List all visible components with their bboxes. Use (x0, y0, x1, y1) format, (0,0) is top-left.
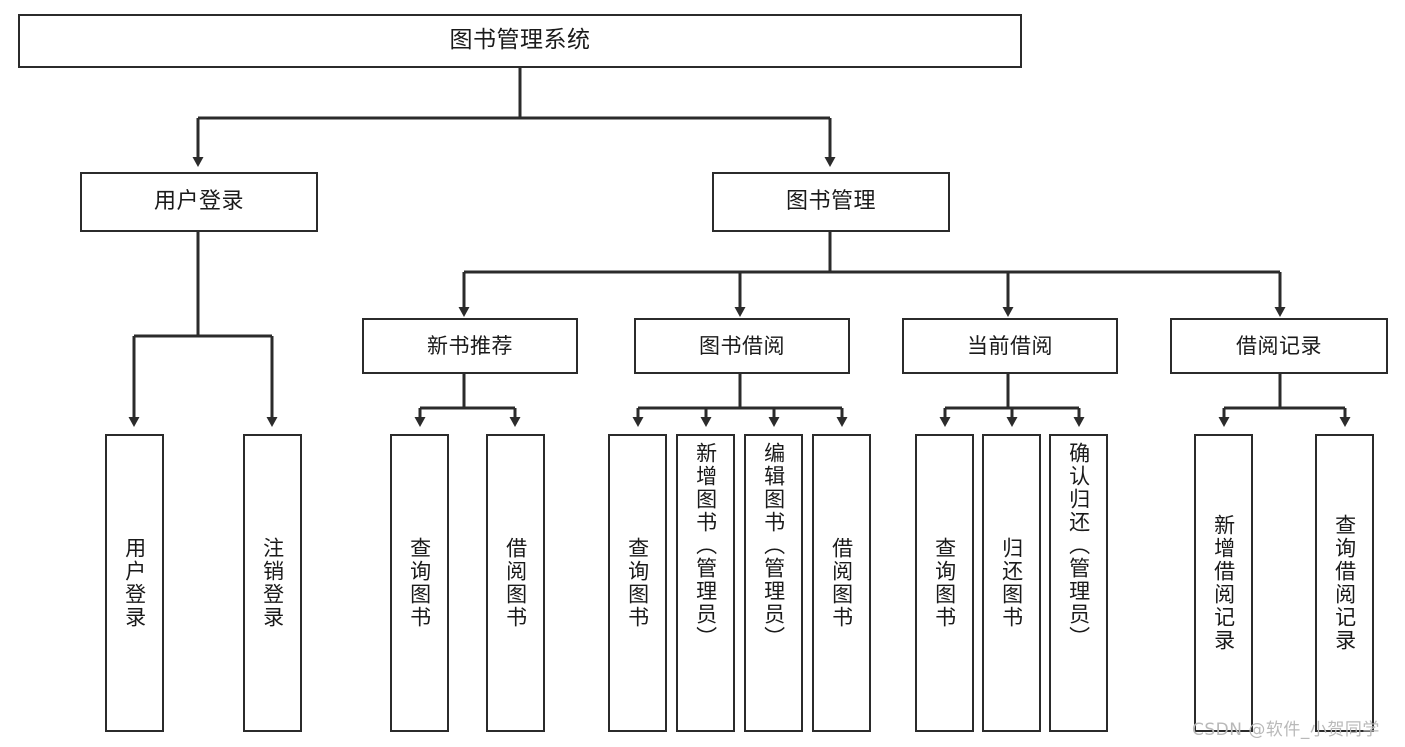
leaf-bb-borrow-book[interactable]: 借阅图书 (812, 434, 871, 732)
node-label: 借阅图书 (503, 537, 528, 629)
node-label: 确认归还（管理员） (1066, 442, 1091, 649)
node-label: 编辑图书（管理员） (761, 442, 786, 649)
leaf-cb-query-book[interactable]: 查询图书 (915, 434, 974, 732)
node-label: 查询图书 (407, 537, 432, 629)
node-book-management[interactable]: 图书管理 (712, 172, 950, 232)
leaf-br-add-record[interactable]: 新增借阅记录 (1194, 434, 1253, 732)
leaf-bb-query-book[interactable]: 查询图书 (608, 434, 667, 732)
node-label: 图书管理 (785, 189, 876, 215)
leaf-nb-borrow-book[interactable]: 借阅图书 (486, 434, 545, 732)
node-label: 新书推荐 (427, 333, 513, 358)
node-root-book-management-system[interactable]: 图书管理系统 (18, 14, 1022, 68)
leaf-br-query-record[interactable]: 查询借阅记录 (1315, 434, 1374, 732)
node-user-login[interactable]: 用户登录 (80, 172, 318, 232)
node-label: 借阅图书 (829, 537, 854, 629)
node-current-borrow[interactable]: 当前借阅 (902, 318, 1118, 374)
node-label: 归还图书 (999, 537, 1024, 629)
node-label: 注销登录 (260, 537, 285, 629)
leaf-user-login[interactable]: 用户登录 (105, 434, 164, 732)
node-book-borrow[interactable]: 图书借阅 (634, 318, 850, 374)
csdn-watermark: CSDN @软件_小贺同学 (1192, 720, 1380, 740)
node-borrow-record[interactable]: 借阅记录 (1170, 318, 1388, 374)
node-label: 借阅记录 (1236, 333, 1322, 358)
leaf-cb-confirm-return-admin[interactable]: 确认归还（管理员） (1049, 434, 1108, 732)
node-label: 新增借阅记录 (1211, 514, 1236, 652)
node-label: 用户登录 (153, 189, 244, 215)
leaf-cb-return-book[interactable]: 归还图书 (982, 434, 1041, 732)
leaf-bb-add-book-admin[interactable]: 新增图书（管理员） (676, 434, 735, 732)
node-label: 新增图书（管理员） (693, 442, 718, 649)
leaf-bb-edit-book-admin[interactable]: 编辑图书（管理员） (744, 434, 803, 732)
node-label: 查询图书 (625, 537, 650, 629)
leaf-nb-query-book[interactable]: 查询图书 (390, 434, 449, 732)
node-label: 当前借阅 (967, 333, 1053, 358)
node-label: 图书管理系统 (449, 27, 591, 54)
leaf-logout[interactable]: 注销登录 (243, 434, 302, 732)
node-label: 查询借阅记录 (1332, 514, 1357, 652)
node-label: 图书借阅 (699, 333, 785, 358)
node-label: 用户登录 (122, 537, 147, 629)
node-new-book-recommend[interactable]: 新书推荐 (362, 318, 578, 374)
node-label: 查询图书 (932, 537, 957, 629)
